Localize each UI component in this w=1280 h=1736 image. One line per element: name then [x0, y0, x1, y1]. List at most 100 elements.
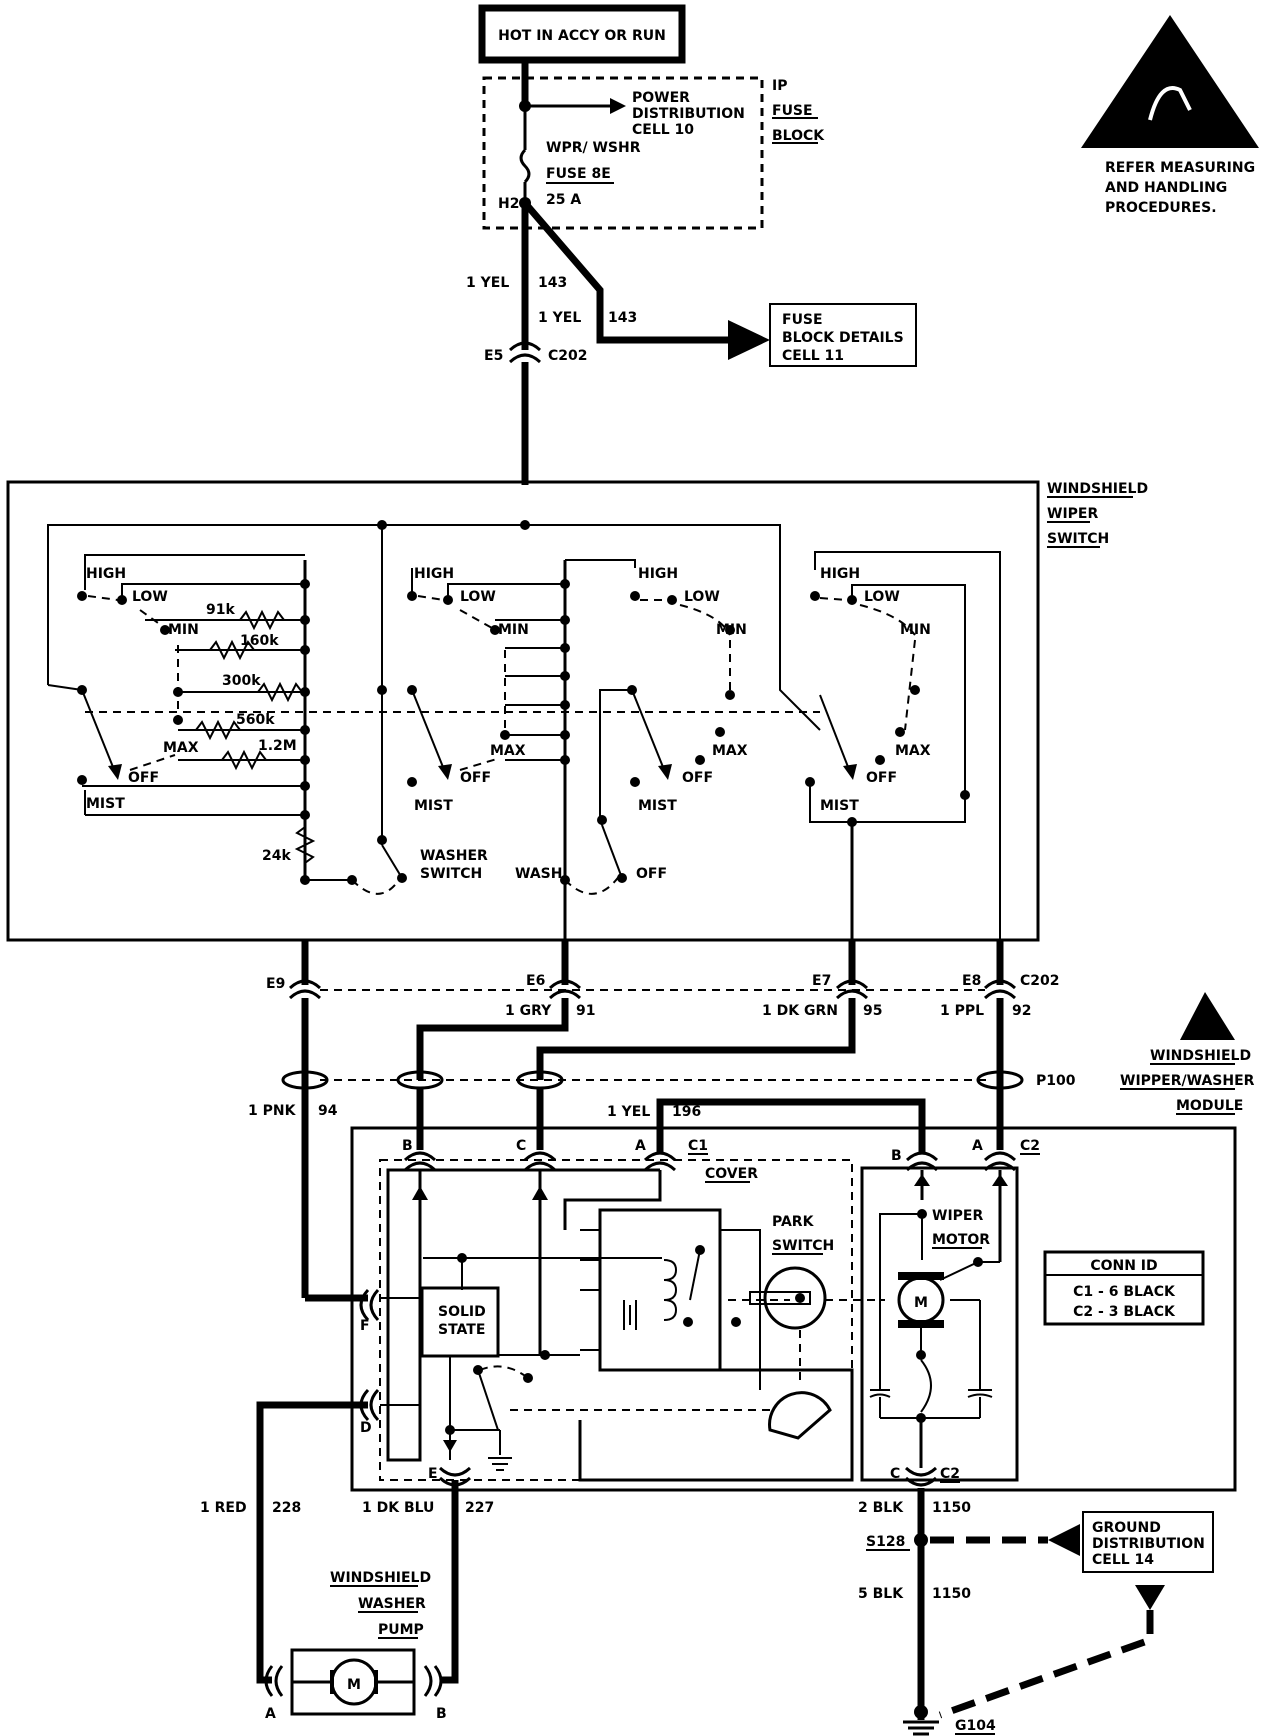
- hot-label: HOT IN ACCY OR RUN: [498, 28, 666, 44]
- esd-triangle-icon: [1081, 15, 1259, 148]
- module-title: WINDSHIELD WIPPER/WASHER MODULE: [1120, 992, 1255, 1115]
- svg-text:WIPPER/WASHER: WIPPER/WASHER: [1120, 1073, 1255, 1089]
- c202-connector-row: E9 E6 E7 E8 C202 1 GRY 91 1 DK GRN 95 1 …: [266, 940, 1060, 1019]
- svg-text:227: 227: [465, 1500, 494, 1516]
- svg-text:C2: C2: [940, 1466, 960, 1482]
- svg-text:C2 - 3 BLACK: C2 - 3 BLACK: [1073, 1304, 1176, 1320]
- svg-text:91k: 91k: [206, 602, 235, 618]
- park-cam: [763, 1266, 827, 1330]
- svg-text:A: A: [265, 1706, 276, 1722]
- svg-text:BLOCK DETAILS: BLOCK DETAILS: [782, 330, 904, 346]
- svg-text:D: D: [360, 1420, 372, 1436]
- svg-text:MIST: MIST: [638, 798, 677, 814]
- svg-text:1150: 1150: [932, 1500, 971, 1516]
- arrow-to-fuse-details: [728, 320, 770, 360]
- svg-text:MAX: MAX: [712, 743, 748, 759]
- svg-text:SWITCH: SWITCH: [1047, 531, 1109, 547]
- svg-text:228: 228: [272, 1500, 301, 1516]
- svg-text:M: M: [914, 1295, 928, 1311]
- svg-text:STATE: STATE: [438, 1322, 485, 1338]
- connector-pin-f: [359, 1288, 380, 1322]
- svg-text:B: B: [436, 1706, 447, 1722]
- svg-text:PUMP: PUMP: [378, 1622, 424, 1638]
- fuse-amp: 25 A: [546, 192, 581, 208]
- svg-text:G104: G104: [955, 1718, 996, 1734]
- svg-text:WASHER: WASHER: [420, 848, 488, 864]
- svg-text:SWITCH: SWITCH: [420, 866, 482, 882]
- svg-text:F: F: [360, 1318, 370, 1334]
- block-label: BLOCK: [772, 128, 825, 144]
- solid-state-box: [420, 1286, 500, 1358]
- svg-text:A: A: [635, 1138, 646, 1154]
- esd-triangle-small-icon: [1180, 992, 1235, 1040]
- svg-text:OFF: OFF: [636, 866, 667, 882]
- svg-text:LOW: LOW: [460, 589, 496, 605]
- svg-text:HIGH: HIGH: [638, 566, 678, 582]
- power-dist-line3: CELL 10: [632, 122, 694, 138]
- p100-connector-row: P100: [281, 1070, 1076, 1090]
- resistor-1-2m: [221, 749, 267, 771]
- svg-text:1 DK BLU: 1 DK BLU: [362, 1500, 434, 1516]
- svg-text:196: 196: [672, 1104, 701, 1120]
- fuse-pin-h2: H2: [498, 196, 519, 212]
- svg-text:C2: C2: [1020, 1138, 1040, 1154]
- pump-connector-a: [264, 1665, 284, 1697]
- svg-text:E5: E5: [484, 348, 503, 364]
- svg-text:B: B: [891, 1148, 902, 1164]
- svg-text:1 YEL: 1 YEL: [466, 275, 509, 291]
- hot-label-box: HOT IN ACCY OR RUN: [478, 4, 686, 64]
- svg-text:5 BLK: 5 BLK: [858, 1586, 904, 1602]
- svg-text:CONN ID: CONN ID: [1090, 1258, 1157, 1274]
- svg-text:PROCEDURES.: PROCEDURES.: [1105, 200, 1217, 216]
- svg-text:143: 143: [608, 310, 637, 326]
- park-cam-lower: [768, 1391, 832, 1440]
- svg-text:WASHER: WASHER: [358, 1596, 426, 1612]
- svg-text:LOW: LOW: [684, 589, 720, 605]
- relay-coil-icon: [663, 1259, 678, 1321]
- svg-text:94: 94: [318, 1103, 338, 1119]
- svg-text:REFER MEASURING: REFER MEASURING: [1105, 160, 1255, 176]
- svg-text:560k: 560k: [236, 712, 275, 728]
- svg-text:CELL 14: CELL 14: [1092, 1552, 1154, 1568]
- connector-c2-pin-c: [904, 1466, 938, 1487]
- svg-text:1 PPL: 1 PPL: [940, 1003, 984, 1019]
- svg-text:1150: 1150: [932, 1586, 971, 1602]
- svg-text:P100: P100: [1036, 1073, 1076, 1089]
- svg-text:143: 143: [538, 275, 567, 291]
- svg-text:A: A: [972, 1138, 983, 1154]
- svg-text:MAX: MAX: [490, 743, 526, 759]
- svg-text:92: 92: [1012, 1003, 1031, 1019]
- svg-text:PARK: PARK: [772, 1214, 815, 1230]
- svg-text:OFF: OFF: [866, 770, 897, 786]
- svg-text:E: E: [428, 1466, 438, 1482]
- svg-text:C1: C1: [688, 1138, 708, 1154]
- ground-g104-icon: [903, 1720, 939, 1736]
- svg-text:MIST: MIST: [86, 796, 125, 812]
- esd-warning: REFER MEASURING AND HANDLING PROCEDURES.: [1081, 15, 1259, 216]
- svg-text:E6: E6: [526, 973, 545, 989]
- capacitor-left-icon: [869, 1389, 891, 1398]
- svg-text:MIST: MIST: [820, 798, 859, 814]
- svg-text:C: C: [890, 1466, 900, 1482]
- svg-text:1 YEL: 1 YEL: [607, 1104, 650, 1120]
- svg-text:E7: E7: [812, 973, 831, 989]
- svg-text:1 GRY: 1 GRY: [505, 1003, 552, 1019]
- svg-text:MIN: MIN: [900, 622, 931, 638]
- svg-text:FUSE: FUSE: [782, 312, 823, 328]
- svg-text:MIST: MIST: [414, 798, 453, 814]
- fuse-label: FUSE: [772, 103, 813, 119]
- svg-text:MOTOR: MOTOR: [932, 1232, 990, 1248]
- svg-text:C1 - 6 BLACK: C1 - 6 BLACK: [1073, 1284, 1176, 1300]
- svg-text:91: 91: [576, 1003, 595, 1019]
- svg-text:C: C: [516, 1138, 526, 1154]
- resistor-160k: [209, 639, 255, 661]
- svg-text:HIGH: HIGH: [820, 566, 860, 582]
- connector-e8: [983, 979, 1017, 1000]
- svg-text:24k: 24k: [262, 848, 291, 864]
- svg-text:LOW: LOW: [864, 589, 900, 605]
- svg-text:DISTRIBUTION: DISTRIBUTION: [1092, 1536, 1205, 1552]
- fuse-block-details-box: FUSE BLOCK DETAILS CELL 11: [769, 303, 917, 367]
- conn-id-box: CONN ID C1 - 6 BLACK C2 - 3 BLACK: [1043, 1250, 1205, 1326]
- svg-text:1 RED: 1 RED: [200, 1500, 247, 1516]
